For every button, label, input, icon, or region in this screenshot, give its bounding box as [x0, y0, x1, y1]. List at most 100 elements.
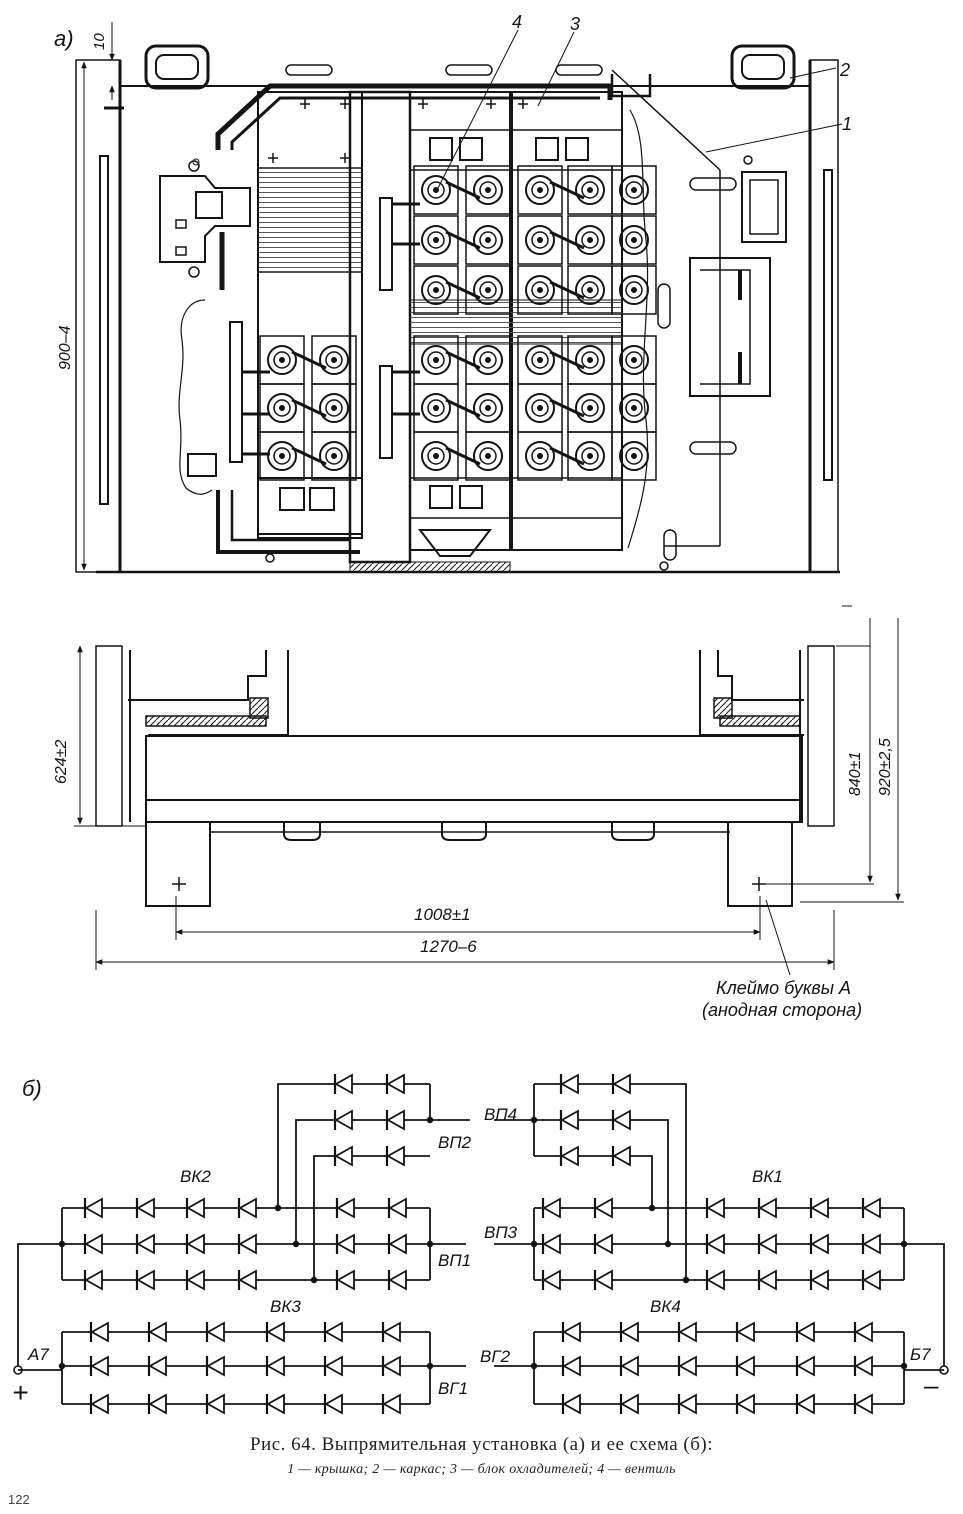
diode-symbol: [809, 1269, 829, 1291]
diode-symbol: [705, 1197, 725, 1219]
diode-symbol: [677, 1393, 697, 1415]
diode-symbol: [89, 1393, 109, 1415]
diode-symbol: [335, 1233, 355, 1255]
diode-symbol: [795, 1321, 815, 1343]
wire: [634, 1083, 687, 1280]
junction: [664, 1240, 672, 1248]
diode-symbol: [237, 1269, 257, 1291]
diode-symbol: [135, 1233, 155, 1255]
connector: [291, 350, 327, 370]
valve: [567, 215, 613, 265]
valve: [311, 383, 357, 433]
valve: [259, 431, 305, 481]
valve: [567, 431, 613, 481]
diode-symbol: [809, 1233, 829, 1255]
valve: [517, 215, 563, 265]
valve: [567, 165, 613, 215]
diode-symbol: [735, 1321, 755, 1343]
diode-symbol: [611, 1073, 631, 1095]
diode-symbol: [735, 1355, 755, 1377]
diode-symbol: [559, 1145, 579, 1167]
valve: [465, 165, 511, 215]
connector: [445, 398, 481, 418]
connector: [549, 398, 585, 418]
diode-symbol: [205, 1321, 225, 1343]
diode-symbol: [735, 1393, 755, 1415]
valve: [413, 165, 459, 215]
label-plus: +: [12, 1377, 28, 1408]
diode-symbol: [559, 1109, 579, 1131]
label-vk3: ВК3: [270, 1297, 301, 1316]
diode-symbol: [381, 1393, 401, 1415]
valve: [413, 431, 459, 481]
wire: [313, 1155, 330, 1280]
diode-symbol: [561, 1321, 581, 1343]
caption-legend: 1 — крышка; 2 — каркас; 3 — блок охладит…: [287, 1462, 676, 1477]
diode-symbol: [861, 1233, 881, 1255]
dim-920: 920±2,5: [877, 738, 894, 796]
dim-840: 840±1: [847, 752, 864, 796]
label-vk2: ВК2: [180, 1167, 211, 1186]
diode-symbol: [795, 1393, 815, 1415]
label-b7: Б7: [910, 1345, 931, 1364]
panel-a-label: а): [54, 26, 74, 51]
dim-width-inner: 1008±1: [414, 905, 471, 924]
diode-symbol: [385, 1109, 405, 1131]
valve: [259, 335, 305, 385]
callout-3: 3: [570, 14, 580, 34]
diode-symbol: [387, 1269, 407, 1291]
diode-symbol: [757, 1269, 777, 1291]
diode-symbol: [561, 1393, 581, 1415]
diode-symbol: [757, 1197, 777, 1219]
diode-symbol: [619, 1393, 639, 1415]
label-vp1: ВП1: [438, 1251, 471, 1270]
valve: [517, 265, 563, 315]
schematic: б) ВК2 ВК1 ВК3 ВК4 ВП2 ВП1 ВП4 ВП3 ВГ1 В…: [12, 1073, 949, 1415]
wire: [634, 1119, 669, 1244]
diode-symbol: [185, 1233, 205, 1255]
diode-symbol: [861, 1197, 881, 1219]
diode-symbol: [677, 1355, 697, 1377]
diode-symbol: [593, 1197, 613, 1219]
dim-width-outer: 1270–6: [420, 937, 477, 956]
valve: [259, 383, 305, 433]
valve: [517, 165, 563, 215]
diode-symbol: [611, 1145, 631, 1167]
valve: [567, 383, 613, 433]
diode-symbol: [185, 1197, 205, 1219]
diode-symbol: [265, 1393, 285, 1415]
top-view: а): [54, 12, 852, 574]
dim-height: 900–4: [57, 325, 74, 370]
diode-symbol: [677, 1321, 697, 1343]
diode-symbol: [705, 1233, 725, 1255]
valve: [465, 383, 511, 433]
caption-title: Рис. 64. Выпрямительная установка (а) и …: [249, 1434, 714, 1455]
panel-b-label: б): [22, 1076, 42, 1101]
page-number: 122: [8, 1492, 30, 1507]
diode-symbol: [135, 1197, 155, 1219]
label-vp4: ВП4: [484, 1105, 517, 1124]
diode-symbol: [83, 1233, 103, 1255]
stamp-label-1: Клеймо буквы А: [716, 978, 851, 998]
valve: [413, 265, 459, 315]
junction: [682, 1276, 690, 1284]
diode-symbol: [265, 1355, 285, 1377]
diode-symbol: [147, 1355, 167, 1377]
valve: [517, 431, 563, 481]
diode-symbol: [89, 1321, 109, 1343]
label-vp2: ВП2: [438, 1133, 472, 1152]
diode-symbol: [387, 1197, 407, 1219]
diode-symbol: [237, 1233, 257, 1255]
connector: [549, 350, 585, 370]
diode-symbol: [593, 1233, 613, 1255]
dim-top-gap: 10: [91, 33, 108, 50]
stamp-label-2: (анодная сторона): [702, 1000, 862, 1020]
wire: [904, 1243, 945, 1370]
diode-symbol: [561, 1355, 581, 1377]
label-vk1: ВК1: [752, 1167, 783, 1186]
junction: [900, 1362, 908, 1370]
diode-symbol: [795, 1355, 815, 1377]
diode-symbol: [387, 1233, 407, 1255]
label-vg2: ВГ2: [480, 1347, 511, 1366]
diode-symbol: [89, 1355, 109, 1377]
